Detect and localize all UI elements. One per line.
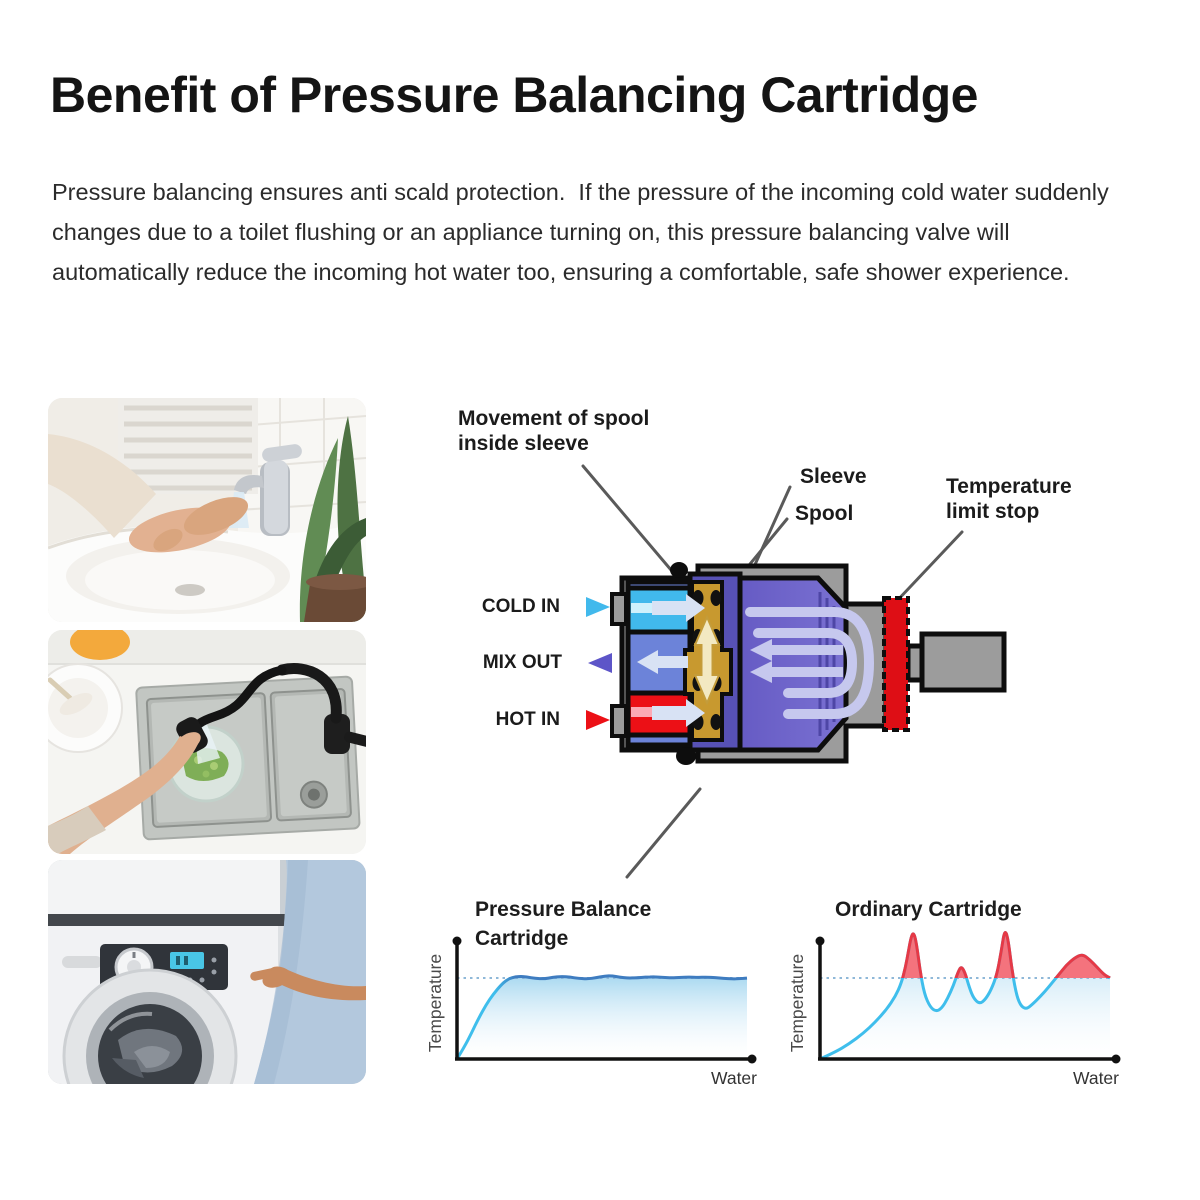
ordinary-chart-title: Ordinary Cartridge <box>835 898 1022 921</box>
chart-pointer-line <box>625 787 702 879</box>
sink <box>48 520 366 622</box>
cold-port <box>625 585 693 635</box>
chart1-x-axis-label: Water <box>1073 1068 1119 1088</box>
kitchen-sink-illustration <box>48 630 366 854</box>
chart0-x-axis-label: Water <box>711 1068 757 1088</box>
movement-pointer-line <box>581 464 690 592</box>
temperature-limit-stop-label: Temperature limit stop <box>946 475 1072 523</box>
plate-with-spoon <box>48 663 123 753</box>
washer-front <box>48 926 286 1084</box>
chart1-y-axis-label: Temperature <box>787 954 807 1052</box>
photo-washing-hands <box>48 398 366 622</box>
stem-neck <box>905 643 927 683</box>
hot-in-label: HOT IN <box>495 709 560 730</box>
pointer-lines <box>581 464 964 879</box>
mix-out-label: MIX OUT <box>482 652 562 673</box>
spool-label: Spool <box>795 502 854 525</box>
spool-movement-arrow <box>693 614 721 706</box>
stacked-dryer <box>48 860 280 918</box>
sleeve <box>687 571 743 753</box>
radiator <box>118 398 258 494</box>
cold-in-arrow-icon <box>586 597 610 617</box>
pressure-chamber <box>737 575 849 753</box>
shirt-sleeve <box>48 434 156 538</box>
mix-out-arrow-icon <box>588 653 612 673</box>
washing-machine-illustration <box>48 860 366 1084</box>
pressure-balance-chart <box>452 936 757 1064</box>
orange-juice-glass <box>70 630 130 660</box>
flow-curves <box>745 607 875 719</box>
movement-of-spool-label: Movement of spool inside sleeve <box>458 407 650 455</box>
pressure-balance-chart-title: Pressure Balance Cartridge <box>475 898 652 950</box>
washing-hands-illustration <box>48 398 366 622</box>
page-title: Benefit of Pressure Balancing Cartridge <box>50 67 978 123</box>
ordinary-cartridge-chart <box>815 930 1121 1064</box>
mix-chamber <box>625 579 693 748</box>
sleeve-label: Sleeve <box>800 465 867 488</box>
cold-port-tab <box>610 592 628 626</box>
hot-port-tab <box>610 704 628 738</box>
spool-holes <box>692 590 722 730</box>
return-flow-arrows <box>750 639 843 683</box>
photo-kitchen-sink <box>48 630 366 854</box>
hand-and-arm <box>48 732 201 854</box>
spool-pointer-line <box>725 517 789 594</box>
temperature-limit-stop <box>882 596 910 732</box>
chart0-y-axis-label: Temperature <box>425 954 445 1052</box>
cartridge-housing <box>619 563 889 764</box>
photo-washing-machine <box>48 860 366 1084</box>
hot-in-arrow-icon <box>586 710 610 730</box>
detergent-drawer <box>62 956 102 968</box>
flow-arrows <box>637 594 705 727</box>
faucet <box>229 444 302 536</box>
pointing-arm <box>268 966 366 1001</box>
plant <box>299 416 366 622</box>
hands <box>128 497 249 553</box>
washer-door <box>62 968 238 1084</box>
person <box>250 860 366 1084</box>
hot-port <box>625 690 693 738</box>
page-description: Pressure balancing ensures anti scald pr… <box>52 179 1116 285</box>
stem <box>919 631 1007 693</box>
cold-in-label: COLD IN <box>481 596 560 617</box>
temperature-limit-pointer-line <box>892 530 964 606</box>
spool <box>683 580 733 742</box>
sleeve-pointer-line <box>742 485 792 591</box>
cartridge-diagram <box>610 562 1007 765</box>
